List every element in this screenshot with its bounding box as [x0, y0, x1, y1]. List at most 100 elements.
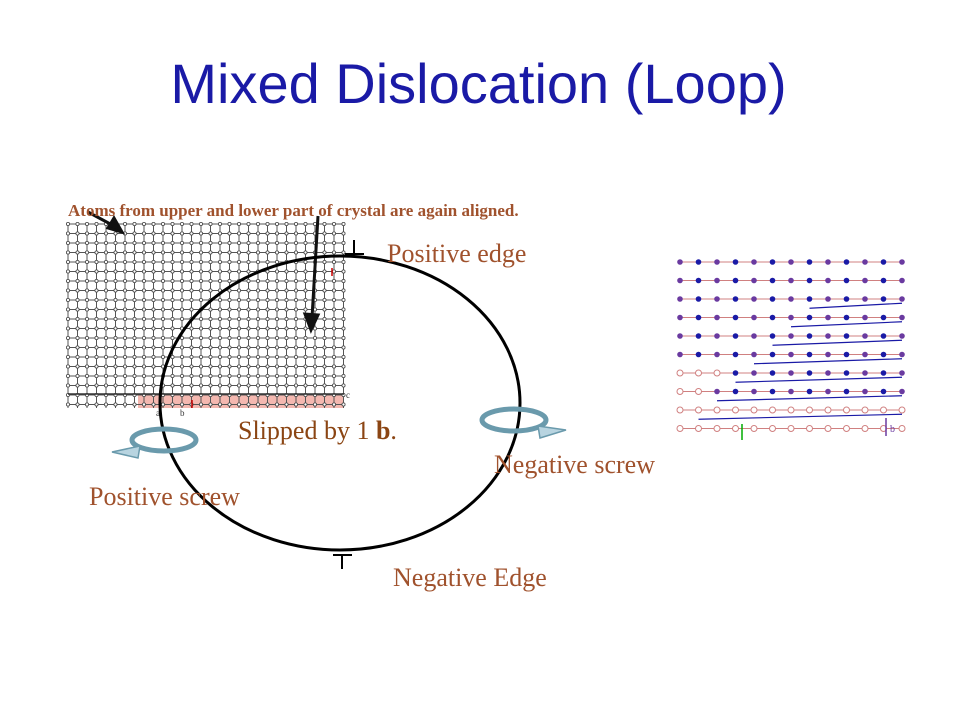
- lattice-atom: [104, 316, 109, 321]
- lattice-atom: [141, 269, 146, 274]
- lattice-atom: [75, 383, 80, 388]
- lattice-atom: [236, 316, 241, 321]
- lattice-atom: [236, 250, 241, 255]
- lattice-atom: [677, 351, 683, 358]
- lattice-atom: [284, 269, 289, 274]
- lattice-atom: [714, 277, 720, 284]
- lattice-atom: [898, 425, 906, 432]
- lattice-atom: [676, 406, 684, 414]
- lattice-atom: [132, 240, 137, 245]
- negative-edge-label: Negative Edge: [393, 563, 547, 592]
- lattice-atom: [94, 316, 99, 321]
- lattice-atom: [85, 221, 90, 226]
- lattice-atom: [132, 297, 137, 302]
- lattice-atom: [732, 406, 739, 414]
- lattice-atom: [769, 296, 776, 302]
- lattice-atom: [217, 250, 222, 255]
- lattice-atom: [695, 388, 702, 395]
- lattice-atom: [132, 316, 137, 321]
- lattice-atom: [806, 351, 813, 358]
- lattice-atom: [274, 345, 279, 350]
- lattice-atom: [769, 259, 776, 265]
- lattice-atom: [899, 388, 905, 395]
- lattice-atom: [123, 240, 128, 245]
- lattice-atom: [751, 388, 757, 395]
- dislocation-segment: [753, 358, 903, 365]
- lattice-atom: [862, 333, 868, 339]
- lattice-atom: [303, 240, 308, 245]
- lattice-atom: [227, 402, 232, 407]
- lattice-atom: [227, 231, 232, 236]
- lattice-atom: [123, 335, 128, 340]
- lattice-atom: [880, 259, 887, 265]
- lattice-atom: [113, 240, 118, 245]
- lattice-atom: [331, 297, 336, 302]
- lattice-atom: [208, 240, 213, 245]
- lattice-atom: [141, 278, 146, 283]
- lattice-atom: [132, 326, 137, 331]
- lattice-atom: [208, 402, 213, 407]
- lattice-atom: [141, 345, 146, 350]
- lattice-atom: [132, 402, 137, 407]
- lattice-atom: [217, 364, 222, 369]
- lattice-atom: [217, 297, 222, 302]
- lattice-atom: [274, 288, 279, 293]
- lattice-atom: [208, 373, 213, 378]
- lattice-atom: [695, 277, 702, 284]
- lattice-atom: [899, 314, 905, 321]
- lattice-atom: [843, 277, 850, 284]
- lattice-atom: [94, 345, 99, 350]
- lattice-atom: [151, 354, 156, 359]
- lattice-atom: [293, 402, 298, 407]
- lattice-atom: [170, 297, 175, 302]
- lattice-atom: [236, 259, 241, 264]
- lattice-atom: [113, 307, 118, 312]
- lattice-atom: [66, 354, 71, 359]
- lattice-atom: [217, 307, 222, 312]
- lattice-atom: [312, 335, 317, 340]
- lattice-atom: [170, 221, 175, 226]
- lattice-atom: [322, 364, 327, 369]
- lattice-atom: [227, 345, 232, 350]
- lattice-atom: [284, 354, 289, 359]
- lattice-atom: [331, 402, 336, 407]
- lattice-atom: [714, 314, 720, 321]
- lattice-atom: [113, 250, 118, 255]
- lattice-atom: [732, 388, 739, 395]
- lattice-atom: [104, 231, 109, 236]
- lattice-atom: [208, 269, 213, 274]
- lattice-atom: [227, 278, 232, 283]
- lattice-atom: [265, 383, 270, 388]
- lattice-atom: [85, 231, 90, 236]
- lattice-label-c: c: [346, 390, 350, 400]
- lattice-atom: [227, 364, 232, 369]
- lattice-atom: [732, 425, 739, 432]
- lattice-atom: [170, 326, 175, 331]
- lattice-atom: [132, 231, 137, 236]
- lattice-atom: [293, 383, 298, 388]
- lattice-atom: [104, 278, 109, 283]
- lattice-atom: [787, 425, 795, 432]
- lattice-atom: [341, 269, 346, 274]
- lattice-atom: [123, 402, 128, 407]
- lattice-atom: [303, 354, 308, 359]
- lattice-atom: [217, 354, 222, 359]
- lattice-atom: [899, 277, 905, 284]
- lattice-atom: [331, 383, 336, 388]
- lattice-atom: [85, 250, 90, 255]
- lattice-atom: [208, 231, 213, 236]
- lattice-atom: [141, 316, 146, 321]
- lattice-atom: [85, 316, 90, 321]
- lattice-atom: [246, 326, 251, 331]
- lattice-atom: [85, 278, 90, 283]
- lattice-atom: [151, 316, 156, 321]
- lattice-atom: [265, 307, 270, 312]
- lattice-atom: [141, 373, 146, 378]
- lattice-atom: [85, 335, 90, 340]
- lattice-atom: [862, 296, 868, 302]
- lattice-atom: [94, 288, 99, 293]
- lattice-atom: [732, 277, 739, 284]
- lattice-atom: [862, 277, 868, 284]
- lattice-atom: [179, 240, 184, 245]
- lattice-atom: [160, 354, 165, 359]
